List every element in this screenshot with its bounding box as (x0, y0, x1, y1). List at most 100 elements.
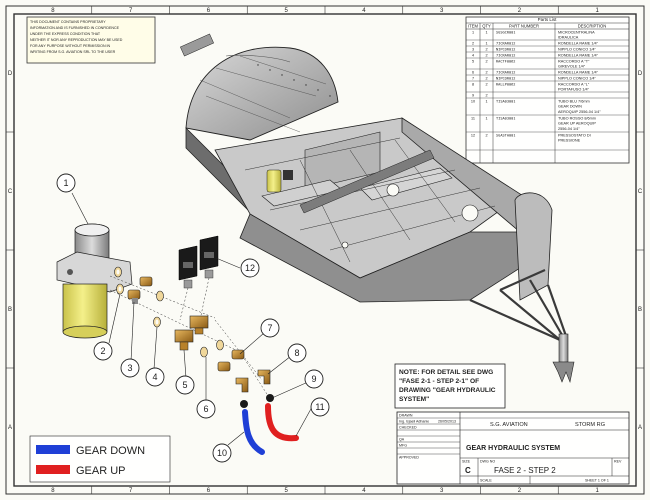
zone-row-label-left: B (8, 307, 12, 313)
part-number: SGSGCR001 (496, 30, 515, 34)
part-description: RONDELLA RAME 1/4" (558, 53, 599, 57)
callout-balloon (240, 258, 260, 278)
col-header-item: ITEM (468, 24, 479, 29)
approved-label: APPROVED (399, 456, 419, 460)
dwg-number: FASE 2 - STEP 2 (494, 466, 556, 475)
washer-4 (153, 316, 161, 328)
zone-column-label-top: 7 (129, 8, 133, 14)
zone-column-label-bottom: 4 (362, 488, 366, 494)
note-line-4: SYSTEM" (399, 396, 429, 403)
part-number: RALLP0062 (496, 82, 515, 86)
callout-balloon (93, 341, 113, 361)
part-item-number: 12 (471, 133, 475, 137)
drawn-by: Ing. Isjaeli Adhanie (399, 420, 429, 424)
part-description: NIPPLO CONICO 1/4" (558, 76, 597, 80)
part-number: 7ICRAR012 (496, 41, 515, 45)
part-number: RACTF0062 (496, 59, 515, 63)
part-description: PRESSOSTATO DI (558, 133, 591, 137)
callout-number: 10 (217, 448, 227, 458)
part-qty: 2 (485, 93, 487, 97)
zone-column-label-top: 4 (362, 8, 366, 14)
washer-2 (116, 283, 124, 295)
note-line-2: "FASE 2-1 - STEP 2-1" OF (399, 378, 479, 385)
callout-balloon (56, 173, 76, 193)
part-qty: 2 (485, 70, 487, 74)
zone-column-label-top: 5 (284, 8, 288, 14)
notice-line-4: NEITHER IT NOR ANY REPRODUCTION MAY BE U… (30, 38, 123, 42)
part-item-number: 1 (472, 30, 474, 34)
part-qty: 1 (485, 30, 487, 34)
drawn-label: DRAWN (399, 414, 413, 418)
drawn-date: 26/05/2013 (438, 420, 456, 424)
callout-balloon (120, 358, 140, 378)
part-qty: 1 (485, 41, 487, 45)
callout-number: 1 (63, 178, 68, 188)
notice-line-2: INFORMATION AND IS FURNISHED IN CONFIDEN… (30, 26, 120, 30)
part-description: 2556-04 1/4" (558, 127, 580, 131)
zone-column-label-top: 3 (440, 8, 444, 14)
legend-label-gear-down: GEAR DOWN (76, 445, 145, 457)
legend-label-gear-up: GEAR UP (76, 465, 126, 477)
zone-row-label-left: D (8, 71, 13, 77)
part-item-number: 9 (472, 93, 474, 97)
nipple-3 (127, 289, 141, 304)
note-line-1: NOTE: FOR DETAIL SEE DWG (399, 369, 493, 376)
part-item-number: 3 (472, 47, 474, 51)
part-description: GEAR UP AEROQUIP (558, 122, 596, 126)
zone-column-label-top: 8 (51, 8, 55, 14)
part-description: AEROQUIP 2556-04 1/4" (558, 110, 601, 114)
part-item-number: 11 (471, 116, 475, 120)
hose-gear-down (242, 409, 265, 455)
callout-number: 5 (182, 380, 187, 390)
size-value: C (465, 466, 471, 475)
mfg-label: MFG (399, 444, 407, 448)
callout-number: 2 (100, 346, 105, 356)
notice-line-6: WRITING FROM S.G. AVIATION SRL TO THE US… (30, 50, 116, 54)
hydraulic-power-unit (56, 223, 133, 339)
part-number: TISA03001 (496, 116, 515, 120)
legend-swatch-gear-down (36, 445, 70, 454)
washer-2b (114, 266, 122, 278)
dwg-label: DWG NO (480, 460, 495, 464)
fluid-reservoir (62, 283, 108, 333)
part-description: GEAR DOWN (558, 105, 582, 109)
part-number: TISA03001 (496, 99, 515, 103)
title-block: DRAWN Ing. Isjaeli Adhanie 26/05/2013 CH… (396, 411, 630, 485)
part-qty: 2 (485, 133, 487, 137)
zone-column-label-bottom: 5 (284, 488, 288, 494)
part-description: NIPPLO CONICO 1/4" (558, 47, 597, 51)
gear-fork (552, 361, 575, 384)
color-legend: GEAR DOWN GEAR UP (29, 435, 171, 483)
parts-list-title: Parts List (538, 17, 558, 22)
part-item-number: 2 (472, 41, 474, 45)
part-number: 7ICRAR012 (496, 70, 515, 74)
part-description: TUBO ROSSO 8/6mm (558, 116, 596, 120)
part-item-number: 7 (472, 76, 474, 80)
part-qty: 1 (485, 99, 487, 103)
callout-leaders (71, 192, 313, 446)
callout-number: 4 (152, 372, 157, 382)
part-description: MICROCENTRALINA (558, 30, 595, 34)
tee-fitting-5b (189, 315, 209, 335)
zone-row-label-right: B (638, 307, 642, 313)
zone-row-label-left: C (8, 189, 13, 195)
nipple-7 (217, 349, 245, 372)
zone-column-label-bottom: 7 (129, 488, 133, 494)
callout-number: 3 (127, 363, 132, 373)
part-item-number: 8 (472, 82, 474, 86)
nipple-3b (139, 276, 153, 287)
part-item-number: 6 (472, 70, 474, 74)
callout-balloon (304, 369, 324, 389)
callout-balloon (212, 443, 232, 463)
detail-note: NOTE: FOR DETAIL SEE DWG "FASE 2-1 - STE… (394, 363, 506, 409)
zone-column-label-bottom: 8 (51, 488, 55, 494)
part-qty: 2 (485, 76, 487, 80)
col-header-description: DESCRIPTION (578, 24, 607, 29)
part-qty: 2 (485, 47, 487, 51)
part-number: NIPCOR012 (496, 76, 515, 80)
part-qty: 2 (485, 53, 487, 57)
callout-number: 9 (311, 374, 316, 384)
